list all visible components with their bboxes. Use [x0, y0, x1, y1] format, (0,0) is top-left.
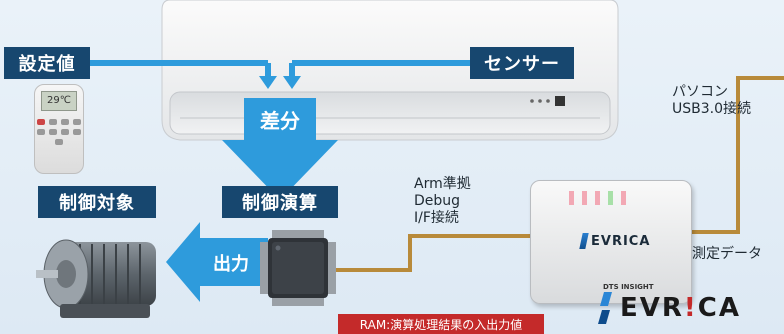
- debug-if-line2: Debug: [414, 193, 461, 209]
- evrica-logo-text-mark: !: [683, 293, 698, 323]
- debug-if-line3: I/F接続: [414, 210, 459, 226]
- remote-button: [37, 119, 45, 125]
- remote-button: [49, 119, 57, 125]
- remote-button: [73, 129, 81, 135]
- status-led: [595, 191, 600, 205]
- control-target-label: 制御対象: [38, 186, 156, 218]
- remote-display: 29℃: [41, 91, 77, 111]
- microcontroller-chip: [260, 230, 336, 306]
- remote-button: [37, 129, 45, 135]
- remote-button: [49, 129, 57, 135]
- remote-control: 29℃: [34, 84, 84, 174]
- device-maker: DTS INSIGHT: [603, 283, 654, 291]
- remote-button: [55, 139, 63, 145]
- sensor-label: センサー: [470, 47, 574, 79]
- evrica-logo-text-left: EVR: [620, 293, 684, 323]
- measurement-data-label: 測定データ: [692, 246, 762, 262]
- evrica-logo-mark-icon: [598, 292, 612, 324]
- status-led: [621, 191, 626, 205]
- evrica-mark-icon: [579, 233, 589, 249]
- ram-note: RAM:演算処理結果の入出力値: [338, 314, 544, 334]
- remote-button: [61, 119, 69, 125]
- motor-icon: [36, 239, 156, 318]
- setpoint-label: 設定値: [4, 47, 90, 79]
- pc-line2: USB3.0接続: [672, 101, 752, 117]
- status-led: [582, 191, 587, 205]
- debug-if-line1: Arm準拠: [414, 176, 471, 192]
- difference-label: 差分: [260, 109, 300, 133]
- control-calc-label: 制御演算: [222, 186, 338, 218]
- remote-button: [61, 129, 69, 135]
- output-label: 出力: [213, 254, 249, 275]
- evrica-device: EVRICA DTS INSIGHT: [530, 180, 692, 304]
- pc-label: パソコン USB3.0接続: [672, 84, 751, 118]
- device-brand: EVRICA: [591, 233, 651, 249]
- evrica-logo: EVR!CA: [598, 292, 741, 324]
- debug-if-label: Arm準拠 Debug I/F接続: [414, 176, 471, 227]
- status-led: [608, 191, 613, 205]
- evrica-logo-text-right: CA: [697, 293, 741, 323]
- remote-button: [73, 119, 81, 125]
- pc-line1: パソコン: [672, 84, 728, 100]
- status-led: [569, 191, 574, 205]
